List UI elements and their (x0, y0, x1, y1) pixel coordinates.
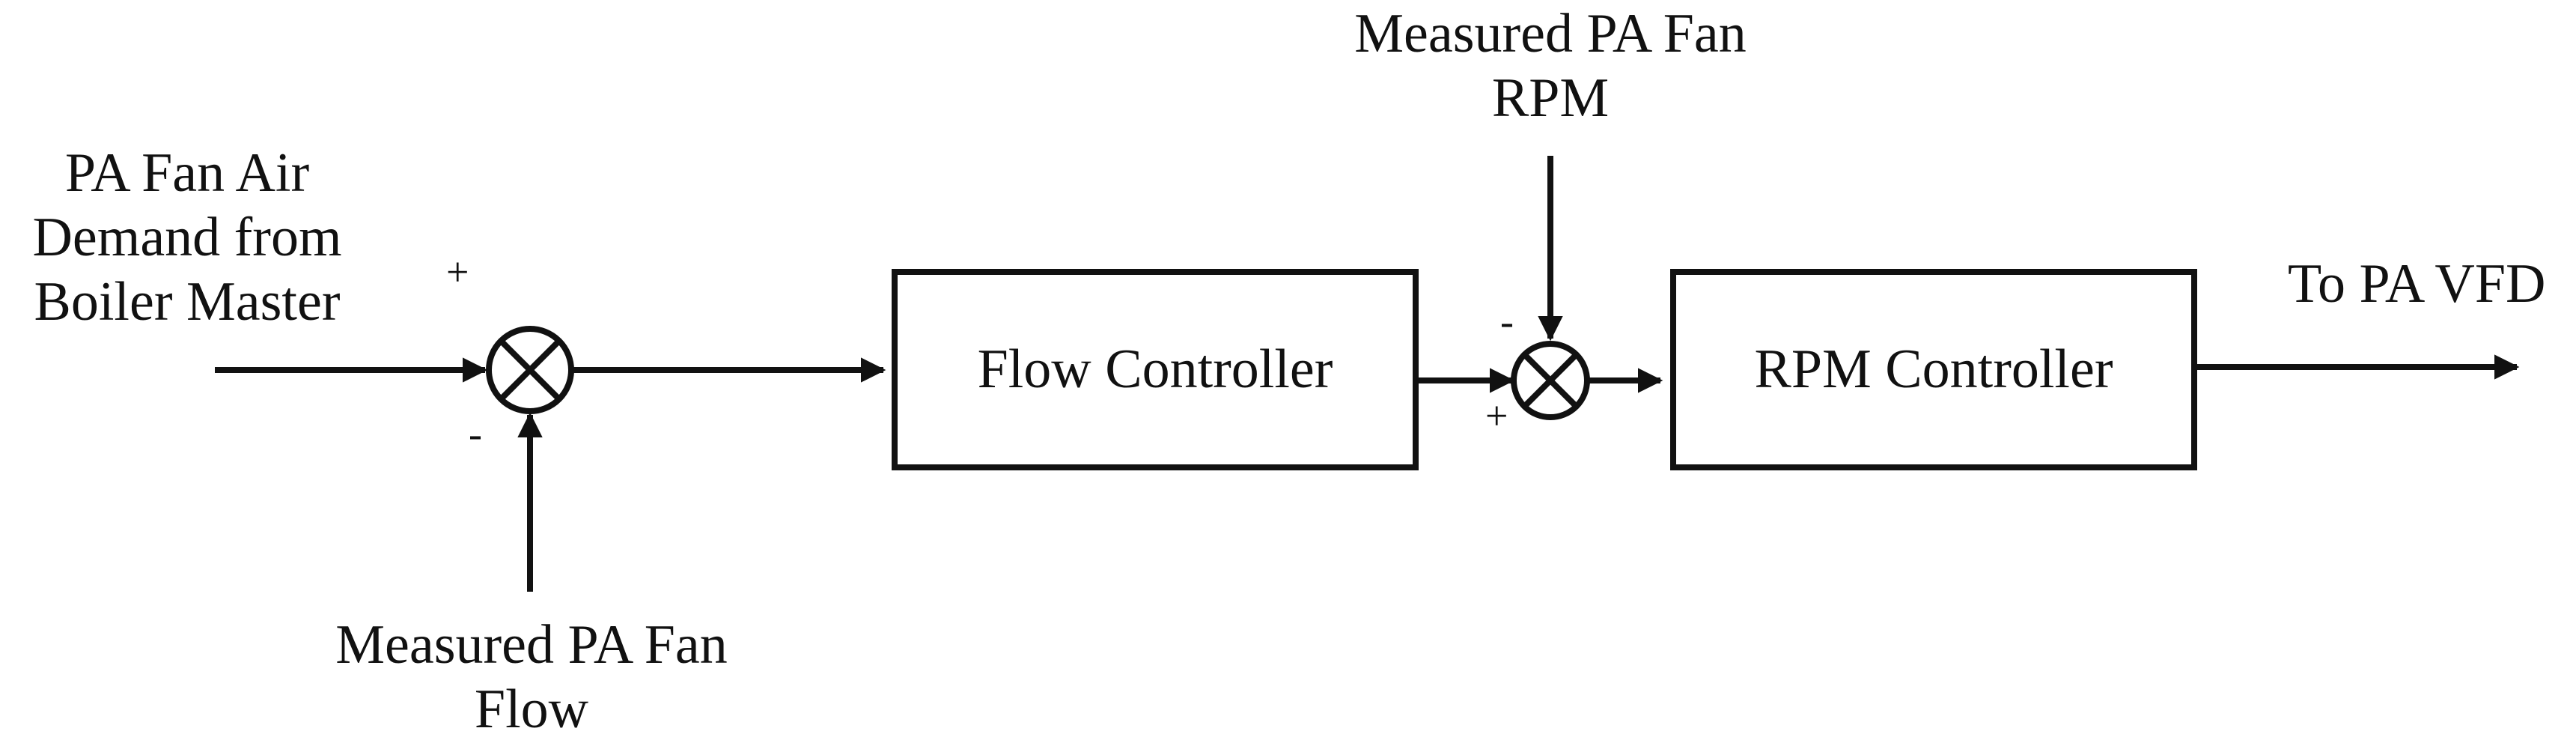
demand-label-line-2: Demand from (32, 207, 342, 268)
junction-1-plus-sign: + (446, 249, 469, 294)
junction-2-plus-sign: + (1485, 393, 1508, 438)
demand-label-line-3: Boiler Master (34, 271, 341, 333)
rpm-label-line-2: RPM (1491, 67, 1610, 129)
demand-label-line-1: PA Fan Air (64, 142, 310, 204)
summing-junction-2 (1511, 341, 1590, 420)
flow-controller-block (892, 269, 1419, 470)
summing-junction-1 (486, 326, 574, 414)
rpm-controller-block (1670, 269, 2197, 470)
rpm-measurement-label: Measured PA Fan RPM (1266, 1, 1835, 130)
flow-label-line-2: Flow (474, 679, 589, 740)
flow-controller-label: Flow Controller (977, 339, 1333, 400)
rpm-controller-label: RPM Controller (1754, 339, 2113, 400)
output-label: To PA VFD (2288, 253, 2546, 315)
flow-measurement-label: Measured PA Fan Flow (247, 613, 816, 742)
rpm-label-line-1: Measured PA Fan (1354, 3, 1747, 64)
flow-label-line-1: Measured PA Fan (335, 614, 728, 676)
junction-1-minus-sign: - (469, 411, 482, 456)
junction-2-minus-sign: - (1500, 299, 1514, 344)
demand-input-label: PA Fan Air Demand from Boiler Master (0, 141, 374, 334)
